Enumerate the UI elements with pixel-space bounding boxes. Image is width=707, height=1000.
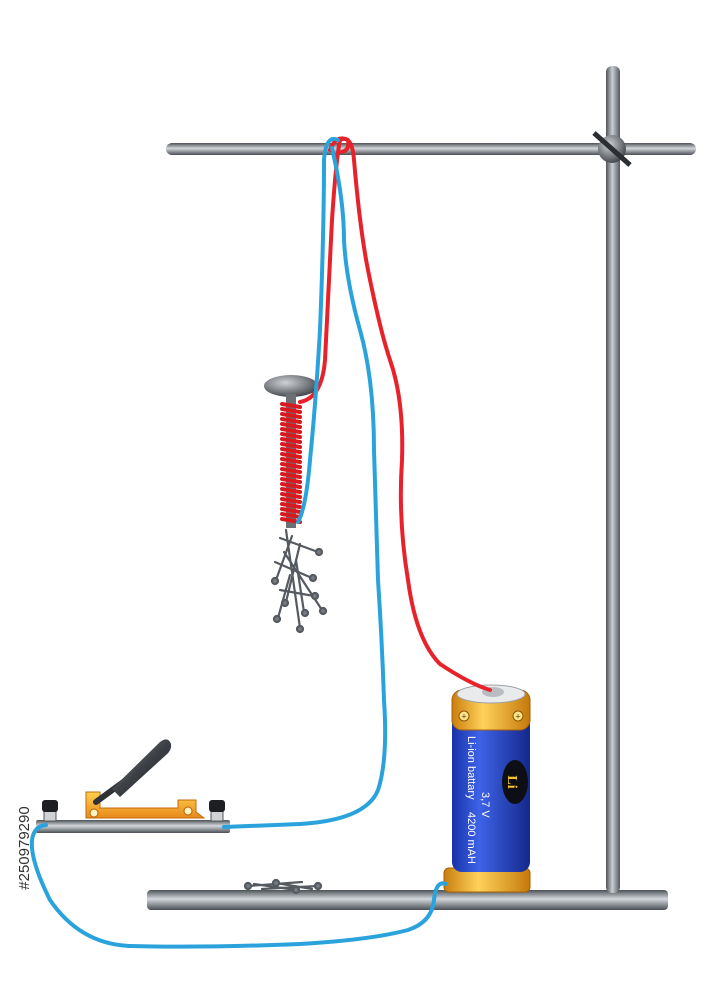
switch-base — [36, 820, 230, 833]
blue-wire-long — [222, 146, 388, 829]
coil-turn — [280, 457, 302, 464]
blue-wire-bottom — [29, 823, 448, 949]
svg-text:#250979290: #250979290 — [16, 806, 33, 889]
blue-wire-coil — [296, 137, 340, 524]
knife-switch — [36, 739, 230, 833]
battery-plus-sign-left: + — [461, 712, 466, 722]
stand-horizontal-rod — [166, 143, 696, 155]
coil-turn — [280, 402, 302, 409]
nail-head — [264, 375, 318, 397]
coil-turn — [280, 442, 302, 449]
coil-turn — [280, 452, 302, 459]
battery-voltage-text: 3,7 V — [479, 792, 491, 818]
wires — [29, 136, 492, 949]
coil-turn — [280, 447, 302, 454]
battery-plus-sign-right: + — [515, 712, 520, 722]
switch-terminal-right — [209, 800, 225, 822]
coil-turn — [280, 417, 302, 424]
coil-turn — [280, 462, 302, 469]
red-wire — [298, 137, 492, 692]
coil-turn — [280, 422, 302, 429]
svg-text:Li: Li — [504, 775, 519, 788]
loose-pins — [243, 878, 323, 895]
electromagnet — [264, 375, 318, 528]
coil-turn — [280, 412, 302, 419]
coil-turn — [280, 437, 302, 444]
coil-turn — [280, 432, 302, 439]
battery-type-label: Li-ion battary — [465, 736, 477, 800]
coil-turn — [280, 477, 302, 484]
coil-turn — [280, 507, 302, 514]
coil-turn — [280, 512, 302, 519]
battery: + + Li-ion battary 3,7 V 3,7 V 4200 mAH … — [443, 684, 531, 893]
stand-base — [147, 890, 668, 910]
switch-terminal-left — [42, 800, 58, 822]
stand-clamp — [592, 131, 632, 167]
coil-turn — [280, 472, 302, 479]
coil-turn — [280, 487, 302, 494]
coil-turn — [280, 482, 302, 489]
coil-turn — [280, 407, 302, 414]
hanging-pins — [270, 528, 328, 634]
coil-turn — [280, 492, 302, 499]
coil-winding — [280, 402, 302, 524]
stand-vertical-rod — [606, 66, 620, 893]
coil-turn — [280, 427, 302, 434]
battery-body — [452, 702, 530, 872]
switch-contact-bar — [85, 791, 206, 819]
lab-stand — [147, 66, 696, 910]
watermark-id: #250979290 — [16, 806, 33, 889]
coil-turn — [280, 467, 302, 474]
battery-brand-logo: Li — [502, 760, 528, 804]
switch-handle — [112, 739, 172, 797]
coil-turn — [280, 502, 302, 509]
coil-turn — [280, 497, 302, 504]
red-wire-loop — [328, 136, 351, 154]
battery-capacity-label: 4200 mAH — [465, 812, 477, 864]
